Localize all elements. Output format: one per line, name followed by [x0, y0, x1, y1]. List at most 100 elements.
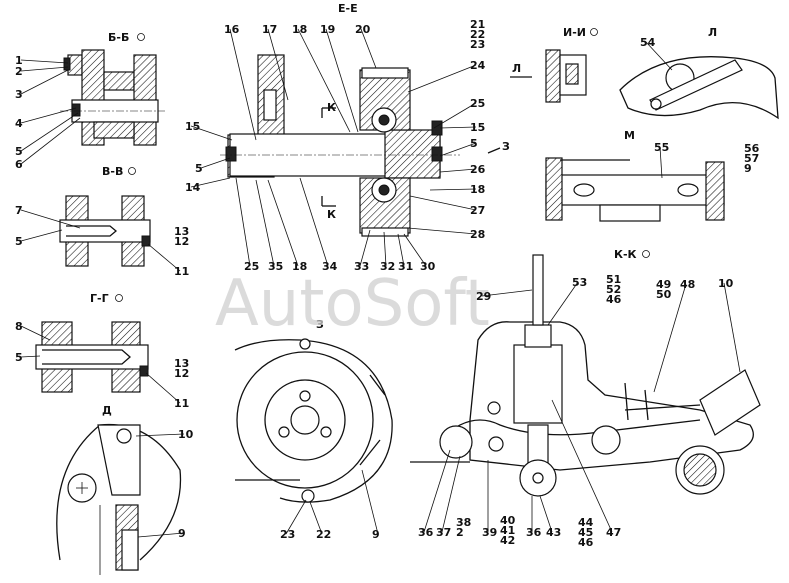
leader-line: [309, 501, 323, 535]
leader-line: [403, 233, 427, 267]
callout-ee: 30: [420, 260, 436, 273]
title-m: М: [624, 129, 635, 142]
callout-m: 56: [744, 142, 760, 155]
leader-line: [407, 227, 477, 235]
gg-slot: [42, 349, 131, 365]
z-link: [369, 374, 386, 396]
callout-ee: 20: [355, 23, 371, 36]
callout-bb: 3: [15, 88, 23, 101]
callout-kk: 37: [436, 526, 451, 539]
leader-line: [645, 41, 673, 71]
leader-line: [439, 142, 477, 157]
leader-line: [409, 195, 477, 211]
title-ii: И-И: [563, 26, 586, 39]
view-ee: Е-Е К К З: [220, 2, 510, 237]
z-bolt: [278, 426, 290, 438]
callout-ee: 18: [470, 183, 485, 196]
arrow-label-z: З: [502, 140, 510, 153]
callout-z: 9: [372, 528, 380, 541]
callout-kk: 41: [500, 524, 515, 537]
leader-line: [359, 229, 371, 267]
callout-ee: 24: [470, 59, 486, 72]
gg-nut: [139, 365, 149, 377]
callout-bb: 1: [15, 54, 23, 67]
title-gg: Г-Г: [90, 292, 109, 305]
kk-rod: [532, 254, 544, 326]
z-disc: [236, 351, 374, 489]
leader-line: [190, 177, 231, 188]
callout-d: 10: [178, 428, 194, 441]
bb-bushing: [93, 121, 135, 139]
leader-line: [255, 179, 275, 267]
callout-ee: 14: [185, 181, 201, 194]
view-z: З: [234, 318, 393, 503]
callout-kk: 36: [526, 526, 542, 539]
bb-nut: [71, 103, 81, 117]
l-housing: [619, 56, 779, 120]
leader-line: [429, 188, 477, 191]
z-pin: [301, 489, 315, 503]
leader-line: [235, 177, 251, 267]
ii-plate: [545, 49, 561, 103]
leader-line: [20, 107, 77, 124]
callout-kk: 48: [680, 278, 695, 291]
leader-line: [297, 28, 351, 133]
leader-line: [20, 117, 81, 165]
callout-ee: 35: [268, 260, 283, 273]
callout-l: 54: [640, 36, 656, 49]
callout-ee: 23: [470, 38, 485, 51]
callout-kk: 42: [500, 534, 515, 547]
ee-insert: [263, 89, 277, 121]
leader-line: [20, 229, 63, 242]
callout-ee: 27: [470, 204, 485, 217]
m-spring: [599, 204, 661, 222]
callout-z: 23: [280, 528, 295, 541]
callout-kk: 49: [656, 278, 671, 291]
callout-kk: 47: [606, 526, 621, 539]
z-pin: [299, 338, 311, 350]
leader-line: [20, 69, 69, 95]
leader-line: [20, 325, 51, 341]
z-hub: [264, 379, 346, 461]
view-mark-circle: [137, 33, 145, 41]
callout-kk: 46: [606, 293, 622, 306]
callout-gg: 13: [174, 357, 189, 370]
callout-kk: 53: [572, 276, 587, 289]
callout-kk: 39: [482, 526, 497, 539]
leader-line: [135, 433, 185, 437]
m-link: [573, 183, 595, 197]
leader-line: [441, 455, 461, 533]
leader-line: [200, 157, 231, 169]
callout-kk: 46: [578, 536, 594, 549]
ee-hub: [384, 129, 441, 179]
view-l: Л: [619, 26, 779, 120]
vv-nut: [141, 235, 151, 247]
kk-link: [624, 404, 701, 411]
view-d: Д: [56, 404, 182, 575]
leader-line: [267, 179, 299, 267]
leader-line: [481, 289, 533, 297]
callout-ee: 26: [470, 163, 486, 176]
vv-slot: [66, 225, 118, 237]
arrow-label-l: Л: [512, 62, 521, 75]
callout-vv: 13: [174, 225, 189, 238]
title-l: Л: [708, 26, 717, 39]
leader-line: [299, 177, 329, 267]
callout-vv: 12: [174, 235, 189, 248]
leader-line: [360, 28, 377, 69]
leader-line: [397, 233, 405, 267]
callout-kk: 40: [500, 514, 516, 527]
leader-line: [137, 532, 185, 538]
leader-line: [20, 112, 79, 152]
leader-line: [229, 28, 257, 141]
title-kk: К-К: [614, 248, 637, 261]
d-pivot: [116, 428, 132, 444]
callout-ee: 18: [292, 23, 307, 36]
m-end: [545, 157, 563, 221]
arrow-label-k: К: [327, 101, 336, 114]
callout-kk: 2: [456, 526, 464, 539]
callout-gg: 8: [15, 320, 23, 333]
